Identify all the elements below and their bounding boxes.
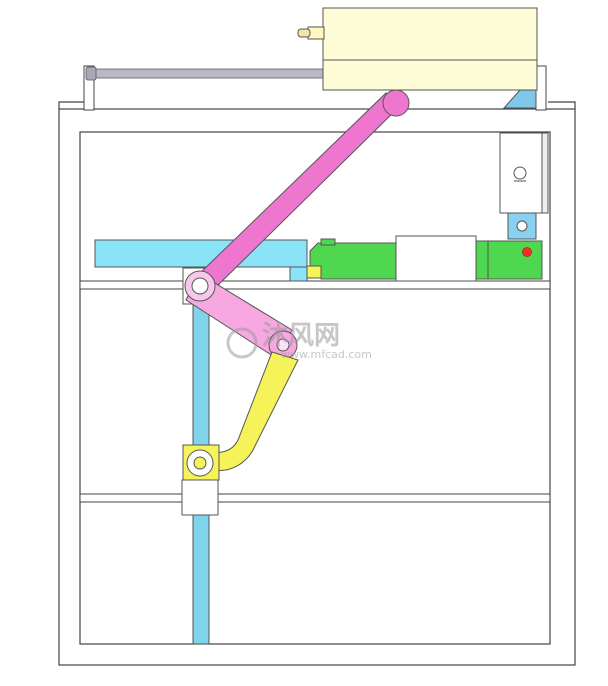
cyan-plate-step xyxy=(289,266,308,282)
watermark: 沐风网 www.mfcad.com xyxy=(226,321,372,361)
elbow-hinge-inner xyxy=(276,338,290,352)
blue-wedge xyxy=(502,89,537,109)
cyan-slide-plate xyxy=(94,239,308,282)
cylinder-body xyxy=(297,7,538,91)
pin-joints xyxy=(182,270,290,481)
red-indicator-dot xyxy=(522,247,532,257)
clamp-foot-bolt-icon xyxy=(516,220,528,232)
watermark-cn: 沐风网 xyxy=(262,321,340,351)
upper-shelf xyxy=(79,280,551,290)
frame-inner xyxy=(79,131,551,645)
cylinder-upper-block xyxy=(322,7,538,61)
rod-support-left xyxy=(83,65,95,111)
watermark-logo-icon xyxy=(226,327,258,359)
cabinet-frame xyxy=(58,101,576,666)
clamp-side-plate xyxy=(541,132,549,214)
lower-shelf xyxy=(79,493,551,503)
lower-hinge-inner xyxy=(193,456,207,470)
frame-top-flange-left xyxy=(58,101,86,109)
cyan-plate-main xyxy=(94,239,308,268)
green-slide-right xyxy=(475,240,543,280)
cylinder-rod-tip xyxy=(297,28,311,38)
shelves xyxy=(79,280,551,503)
post-lower-collar xyxy=(181,479,219,516)
upper-hinge-inner xyxy=(191,277,209,295)
guide-rod-end xyxy=(85,66,97,81)
magenta-ball-joint xyxy=(382,89,410,117)
yellow-tab xyxy=(306,265,322,279)
frame-top-flange-right xyxy=(548,101,576,109)
white-block xyxy=(395,235,477,282)
cylinder-lower-block xyxy=(322,59,538,91)
magenta-long-link xyxy=(196,89,410,293)
clamp-bolt-icon xyxy=(513,166,527,180)
right-bracket xyxy=(499,89,549,240)
watermark-url: www.mfcad.com xyxy=(281,348,372,361)
green-slide-left xyxy=(309,242,397,280)
green-slide xyxy=(306,235,543,282)
green-slide-notch xyxy=(320,238,336,246)
